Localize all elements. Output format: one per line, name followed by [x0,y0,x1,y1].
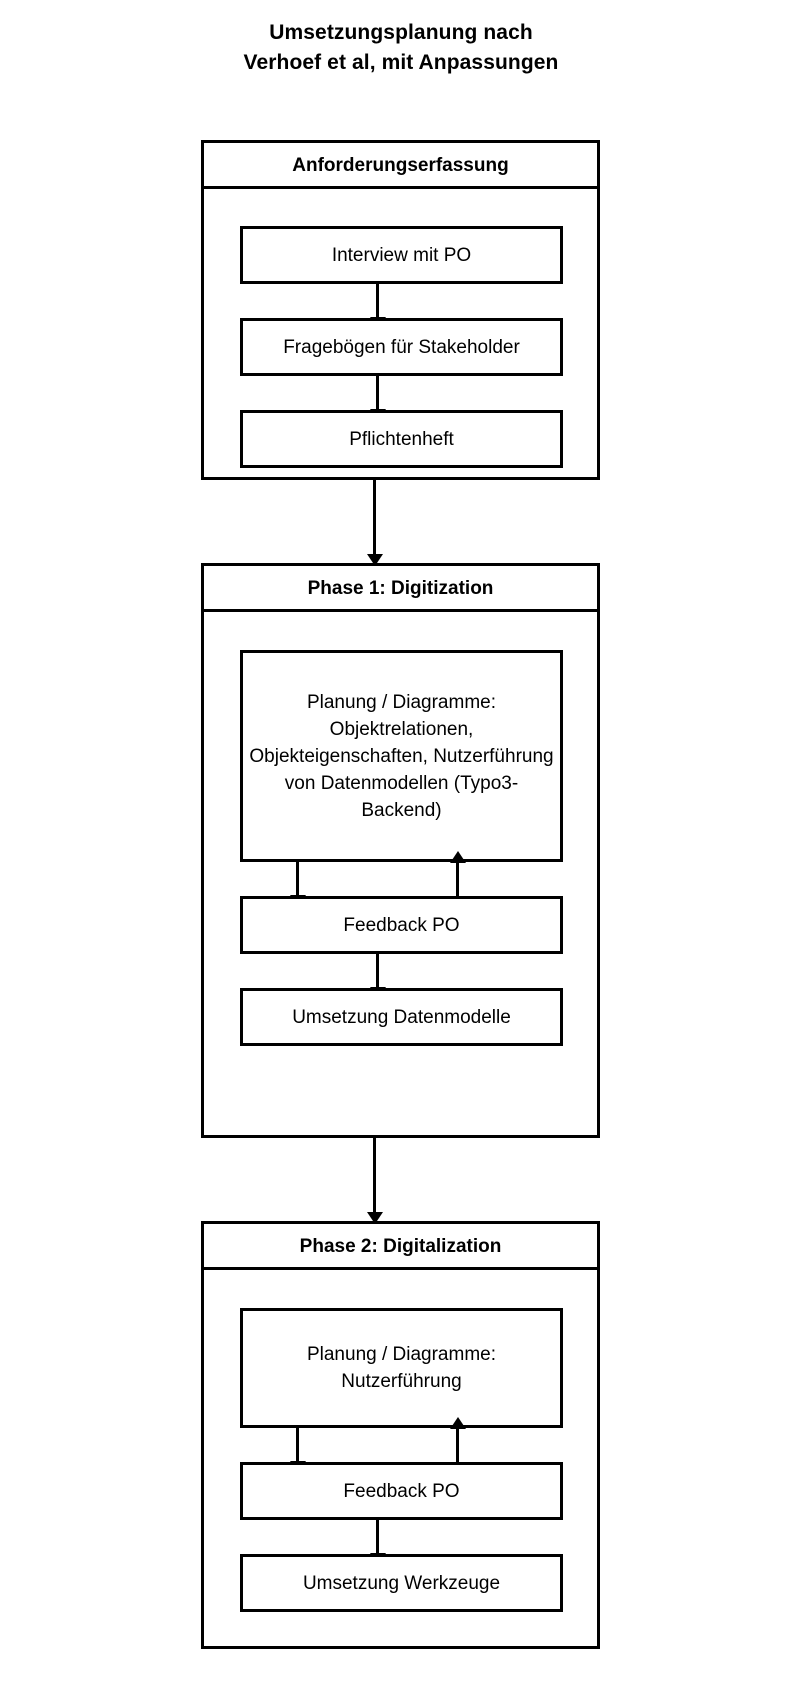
phase-body-anforderungserfassung: Interview mit PO Fragebögen für Stakehol… [204,189,597,480]
step-label: Feedback PO [343,914,460,936]
arrow-anforderungserfassung-to-phase-1 [373,480,376,555]
arrow-planung-to-feedback-po-2 [296,1428,299,1462]
step-fragebogen-stakeholder[interactable]: Fragebögen für Stakeholder [240,318,563,376]
arrow-fragebogen-to-pflichtenheft [376,376,379,410]
step-label: Interview mit PO [331,244,472,266]
phase-container-phase-1-digitization: Phase 1: Digitization Planung / Diagramm… [201,563,600,1138]
step-pflichtenheft[interactable]: Pflichtenheft [240,410,563,468]
step-label: Pflichtenheft [349,428,454,450]
phase-header-phase-2-digitalization: Phase 2: Digitalization [204,1224,597,1270]
step-umsetzung-werkzeuge[interactable]: Umsetzung Werkzeuge [240,1554,563,1612]
arrow-interview-to-fragebogen [376,284,379,318]
arrow-planung-to-feedback-po-1 [296,862,299,896]
step-label: Planung / Diagramme: Objektrelationen, O… [249,691,554,821]
phase-header-anforderungserfassung: Anforderungserfassung [204,143,597,189]
arrow-feedback-po-1-to-planung [456,862,459,896]
step-label: Umsetzung Werkzeuge [302,1572,501,1594]
phase-container-anforderungserfassung: Anforderungserfassung Interview mit PO F… [201,140,600,480]
step-label: Fragebögen für Stakeholder [283,336,520,358]
step-feedback-po-1[interactable]: Feedback PO [240,896,563,954]
arrow-phase-1-to-phase-2 [373,1138,376,1213]
phase-header-phase-1-digitization: Phase 1: Digitization [204,566,597,612]
step-umsetzung-datenmodelle[interactable]: Umsetzung Datenmodelle [240,988,563,1046]
phase-container-phase-2-digitalization: Phase 2: Digitalization Planung / Diagra… [201,1221,600,1649]
step-planung-diagramme-nutzerfuehrung[interactable]: Planung / Diagramme: Nutzerführung [240,1308,563,1428]
step-label: Umsetzung Datenmodelle [292,1006,511,1028]
step-label: Feedback PO [343,1480,460,1502]
step-planung-diagramme-datenmodelle[interactable]: Planung / Diagramme: Objektrelationen, O… [240,650,563,862]
phase-body-phase-2-digitalization: Planung / Diagramme: Nutzerführung Feedb… [204,1270,597,1649]
arrow-feedback-po-2-to-planung [456,1428,459,1462]
step-feedback-po-2[interactable]: Feedback PO [240,1462,563,1520]
arrow-feedback-po-2-to-umsetzung-werkzeuge [376,1520,379,1554]
page-title-line-1: Umsetzungsplanung nach [269,21,533,44]
step-label: Planung / Diagramme: Nutzerführung [306,1344,497,1392]
phase-body-phase-1-digitization: Planung / Diagramme: Objektrelationen, O… [204,612,597,1138]
page-title-line-2: Verhoef et al, mit Anpassungen [243,51,559,74]
page-title: Umsetzungsplanung nach Verhoef et al, mi… [0,18,802,78]
step-interview-mit-po[interactable]: Interview mit PO [240,226,563,284]
arrow-feedback-po-1-to-umsetzung-datenmodelle [376,954,379,988]
